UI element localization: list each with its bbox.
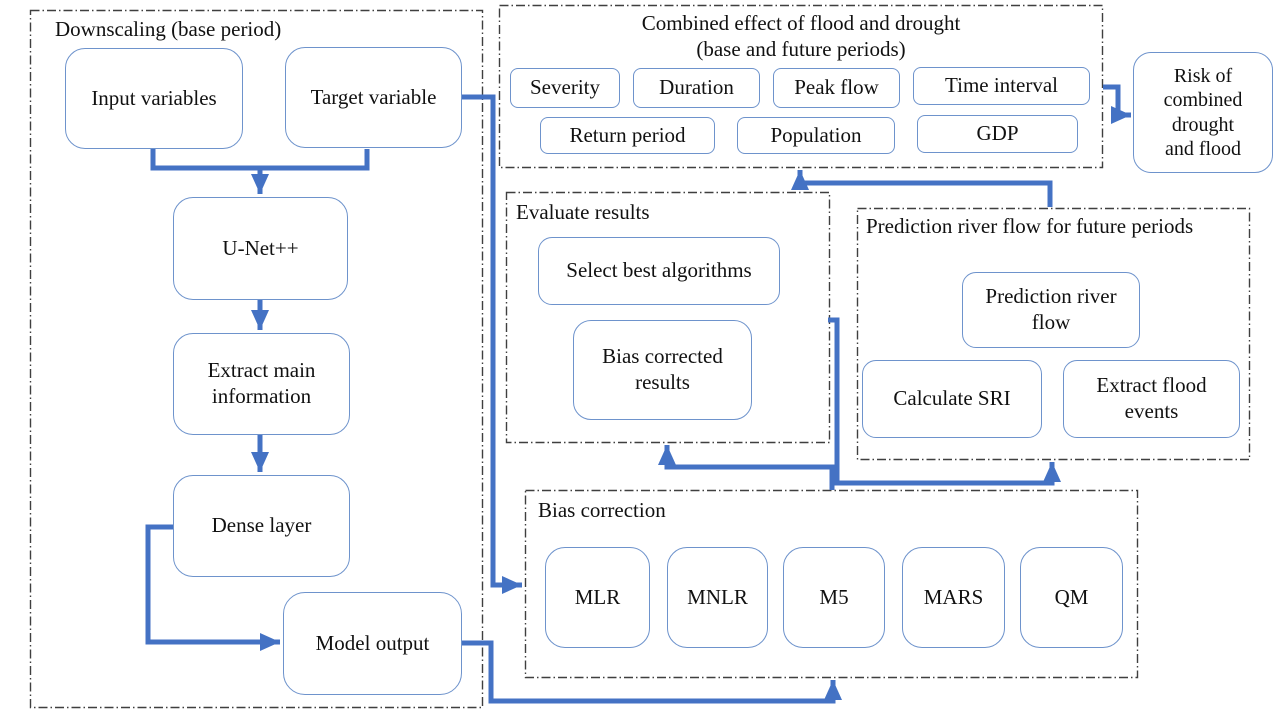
m5-box: M5 bbox=[783, 547, 885, 648]
target-variable-box: Target variable bbox=[285, 47, 462, 148]
bias-correction-label: Bias correction bbox=[538, 498, 666, 522]
severity-box: Severity bbox=[510, 68, 620, 108]
arrow-dense-to-model-output bbox=[145, 524, 280, 651]
gdp-box: GDP bbox=[917, 115, 1078, 153]
merge-connector-line bbox=[150, 149, 370, 171]
evaluate-results-label: Evaluate results bbox=[516, 200, 650, 224]
mars-box: MARS bbox=[902, 547, 1005, 648]
combined-effect-title: Combined effect of flood and drought (ba… bbox=[499, 10, 1103, 63]
bias-correction-container-border bbox=[524, 489, 1139, 679]
arrow-combined-to-risk bbox=[1103, 84, 1131, 124]
arrow-prediction-to-combined bbox=[791, 170, 1053, 207]
mlr-box: MLR bbox=[545, 547, 650, 648]
bias-corrected-results-box: Bias corrected results bbox=[573, 320, 752, 420]
mnlr-box: MNLR bbox=[667, 547, 768, 648]
time-interval-box: Time interval bbox=[913, 67, 1090, 105]
calculate-sri-box: Calculate SRI bbox=[862, 360, 1042, 438]
arrow-evaluate-to-prediction bbox=[828, 317, 1061, 486]
combined-effect-title-line1: Combined effect of flood and drought bbox=[641, 11, 961, 35]
population-box: Population bbox=[737, 117, 895, 154]
input-variables-box: Input variables bbox=[65, 48, 243, 149]
qm-box: QM bbox=[1020, 547, 1123, 648]
prediction-river-flow-box: Prediction river flow bbox=[962, 272, 1140, 348]
extract-flood-events-box: Extract flood events bbox=[1063, 360, 1240, 438]
arrow-target-to-bias-correction bbox=[462, 94, 522, 594]
peak-flow-box: Peak flow bbox=[773, 68, 900, 108]
risk-box: Risk of combined drought and flood bbox=[1133, 52, 1273, 173]
prediction-future-label: Prediction river flow for future periods bbox=[866, 214, 1194, 238]
combined-effect-container-border bbox=[498, 4, 1104, 169]
select-best-algorithms-box: Select best algorithms bbox=[538, 237, 780, 305]
downscaling-label: Downscaling (base period) bbox=[55, 17, 282, 41]
arrow-bias-to-evaluate bbox=[658, 445, 835, 490]
dense-layer-box: Dense layer bbox=[173, 475, 350, 577]
unet-box: U-Net++ bbox=[173, 197, 348, 300]
arrow-model-output-to-bias-correction bbox=[462, 640, 842, 704]
prediction-future-container-border bbox=[856, 207, 1251, 461]
duration-box: Duration bbox=[633, 68, 760, 108]
extract-main-information-box: Extract main information bbox=[173, 333, 350, 435]
return-period-box: Return period bbox=[540, 117, 715, 154]
combined-effect-title-line2: (base and future periods) bbox=[696, 37, 906, 62]
model-output-box: Model output bbox=[283, 592, 462, 695]
downscaling-container-border bbox=[29, 9, 484, 709]
